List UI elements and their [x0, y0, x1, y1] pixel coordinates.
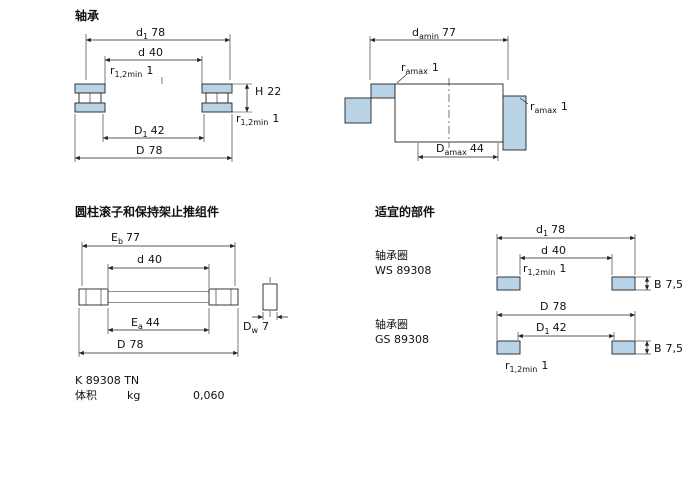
assembly-title: 圆柱滚子和保持架止推组件 [75, 204, 219, 219]
leader-line [396, 73, 408, 84]
shaft-section [344, 97, 372, 124]
footer: K 89308 TN 体积 kg 0,060 [75, 374, 225, 402]
shaft-shoulder [370, 83, 396, 99]
ws-washer-label: 轴承圈 [375, 248, 408, 262]
shaft-washer-section-left [74, 83, 106, 94]
cage-section-left [78, 288, 109, 306]
housing-washer-section-left [74, 102, 106, 113]
ws-washer-section-left [496, 276, 521, 291]
cage-section-right [208, 288, 239, 306]
bearing-title: 轴承 [75, 8, 99, 23]
housing-washer-section-right [201, 102, 233, 113]
ws-washer-code: WS 89308 [375, 264, 431, 277]
mass-value: 0,060 [193, 389, 225, 402]
shaft-washer-section-right [201, 83, 233, 94]
leader-line [519, 97, 529, 105]
gs-washer-label: 轴承圈 [375, 317, 408, 331]
components-title: 适宜的部件 [375, 204, 435, 219]
gs-washer-code: GS 89308 [375, 333, 429, 346]
mass-unit: kg [127, 389, 140, 402]
ws-washer-section-right [611, 276, 636, 291]
designation: K 89308 TN [75, 374, 139, 387]
mass-label: 体积 [75, 388, 97, 402]
gs-washer-section-right [611, 340, 636, 355]
roller-detail [262, 283, 278, 311]
gs-washer-section-left [496, 340, 521, 355]
housing-section [502, 95, 527, 151]
